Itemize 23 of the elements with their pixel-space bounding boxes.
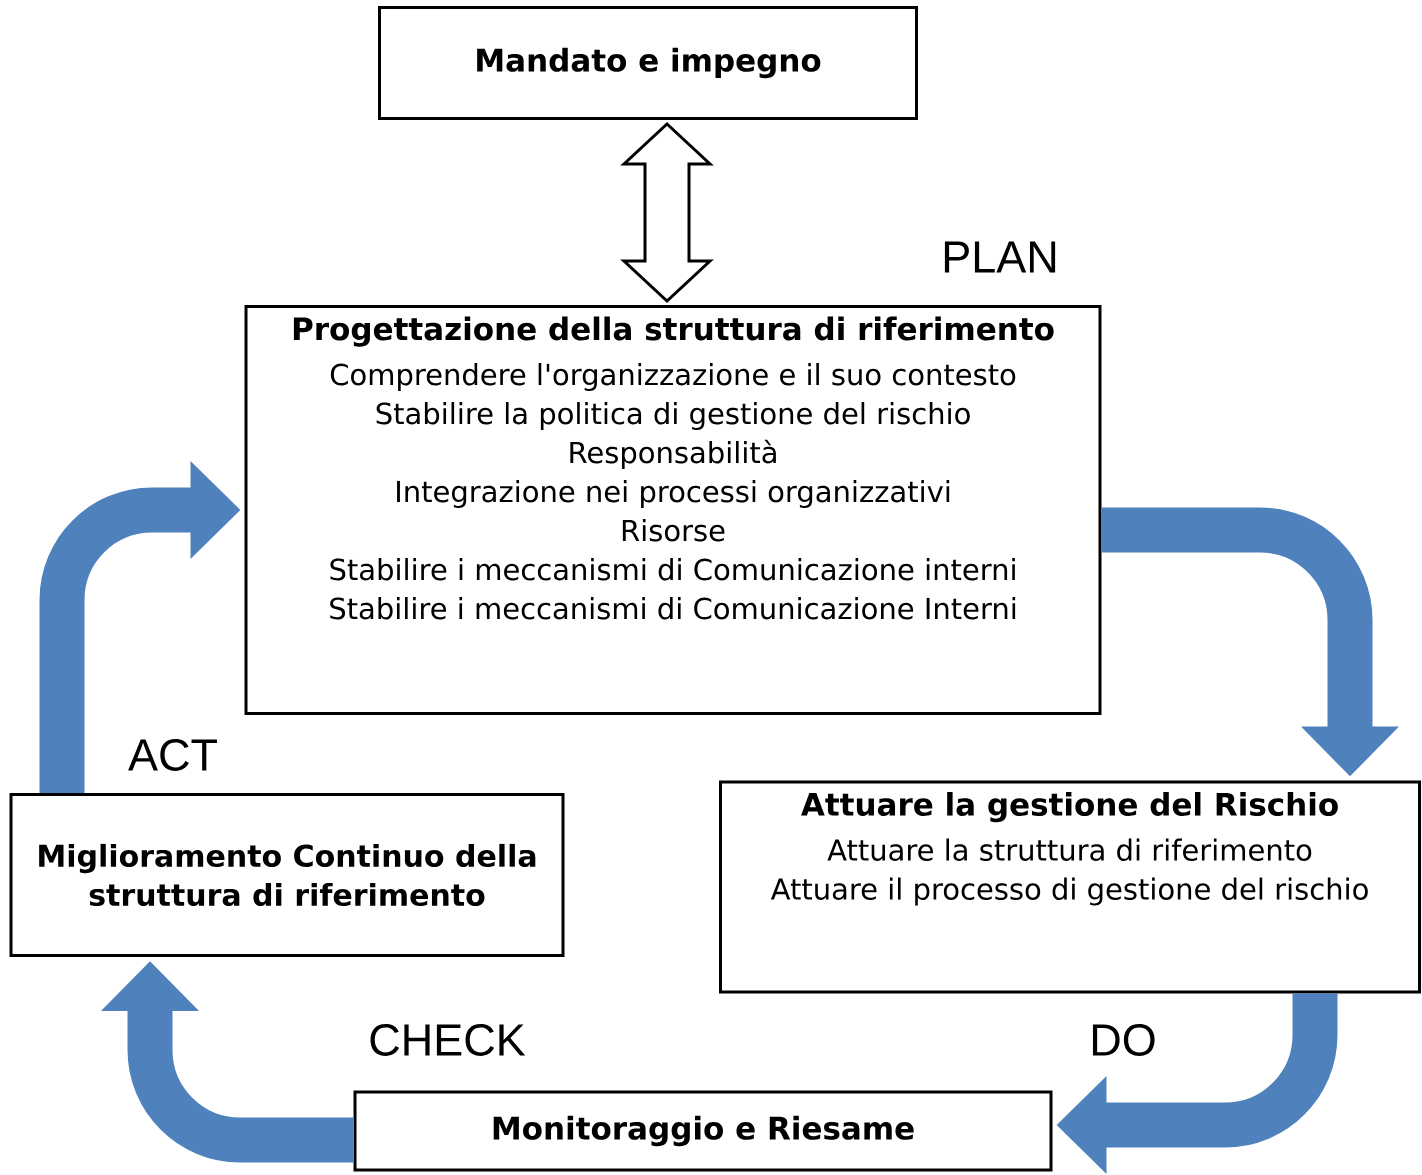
process-box [244,305,1102,715]
phase-label: CHECK [370,1024,526,1056]
process-box [719,780,1421,994]
box-text: Comprendere l'organizzazione e il suo contesto [330,363,1016,392]
box-text: Attuare il processo di gestione del rischio [770,877,1368,906]
box-heading: Mandato e impegno [477,47,821,79]
box-heading: Progettazione della struttura di riferimento [293,316,1054,347]
process-box [378,6,918,120]
box-text: Risorse [622,519,725,542]
box-heading: Monitoraggio e Riesame [493,1115,914,1147]
box-text: Stabilire la politica di gestione del rischio [376,402,970,431]
box-heading: Attuare la gestione del Rischio [801,792,1338,823]
box-text: Responsabilità [570,439,776,470]
phase-label: PLAN [944,241,1056,273]
box-text: Stabilire i meccanismi di Comunicazione Interni [330,597,1016,620]
process-box [353,1090,1053,1172]
process-box [9,793,565,957]
box-text: Stabilire i meccanismi di Comunicazione interni [330,558,1015,581]
box-heading: Miglioramento Continuo della struttura di riferimento [39,843,536,907]
phase-label: DO [1092,1024,1155,1056]
box-text: Attuare la struttura di riferimento [827,838,1312,861]
phase-label: ACT [128,739,217,771]
box-text: Integrazione nei processi organizzativi [397,480,950,509]
